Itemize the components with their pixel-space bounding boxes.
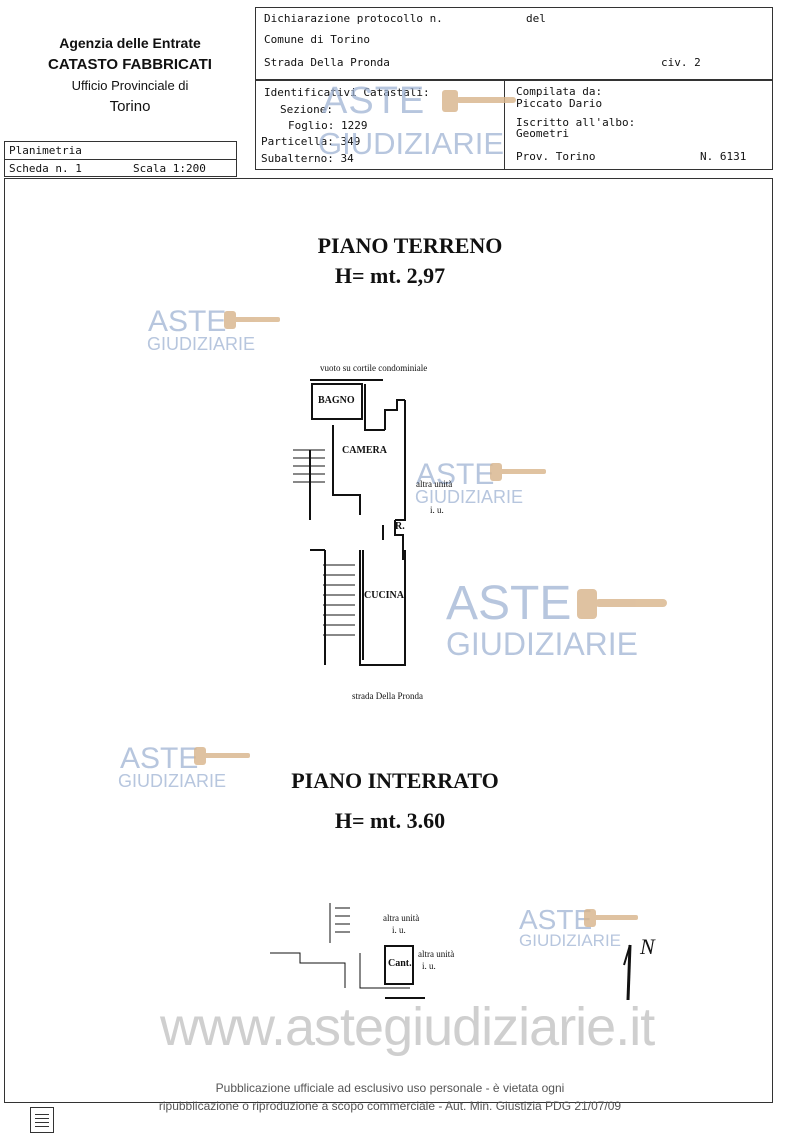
north-arrow-icon (623, 944, 632, 1001)
ground-top-note: vuoto su cortile condominiale (320, 363, 428, 373)
room-cantina: Cant. (388, 958, 412, 969)
street-name: strada Della Pronda (352, 691, 423, 701)
gavel-icon (577, 589, 667, 619)
ufficio-label: Ufficio Provinciale di (71, 78, 189, 93)
del-label: del (526, 12, 546, 25)
footer-line-2: ripubblicazione o riproduzione a scopo c… (158, 1099, 622, 1113)
comune-label: Comune di Torino (264, 33, 370, 46)
sezione: Sezione: (280, 103, 333, 116)
declaration-box: Dichiarazione protocollo n. del Comune d… (255, 7, 773, 80)
particella: Particella: 349 (261, 135, 361, 148)
basement-title: PIANO INTERRATO (291, 768, 499, 793)
gavel-icon (442, 90, 516, 112)
scala: Scala 1:200 (133, 162, 206, 175)
compilata-name: Piccato Dario (516, 97, 603, 110)
scheda-number: Scheda n. 1 (9, 162, 82, 175)
ground-side-note-1: altra unità (416, 479, 453, 489)
gavel-icon (490, 463, 546, 481)
basement-note-b2: i. u. (422, 961, 436, 971)
room-cucina: CUCINA (364, 590, 404, 601)
agency-name: Agenzia delle Entrate (59, 35, 201, 51)
iscritto-label: Iscritto all'albo: (516, 116, 636, 129)
room-bagno: BAGNO (318, 395, 355, 406)
catasto-title: CATASTO FABBRICATI (48, 56, 212, 73)
subalterno: Subalterno: 34 (261, 152, 354, 165)
albo-value: Geometri (516, 127, 569, 140)
gavel-icon (194, 747, 250, 765)
gavel-icon (584, 909, 638, 927)
planimetria-label: Planimetria (9, 144, 82, 157)
gavel-icon (224, 311, 280, 329)
ufficio-city: Torino (109, 98, 151, 115)
foglio: Foglio: 1229 (288, 119, 368, 132)
ground-floor-height: H= mt. 2,97 (334, 263, 446, 288)
provincia: Prov. Torino (516, 150, 596, 163)
basement-note-b1: altra unità (418, 949, 455, 959)
ground-side-note-2: i. u. (430, 505, 444, 515)
room-camera: CAMERA (342, 445, 387, 456)
albo-number: N. 6131 (700, 150, 747, 163)
basement-height: H= mt. 3.60 (334, 808, 446, 833)
compilata-title: Compilata da: (516, 85, 603, 98)
room-r: R. (395, 521, 405, 532)
footer-line-1: Pubblicazione ufficiale ad esclusivo uso… (215, 1081, 565, 1095)
address: Strada Della Pronda (264, 56, 390, 69)
identificativi-title: Identificativi Catastali: (264, 86, 430, 99)
basement-note-a1: altra unità (383, 913, 420, 923)
identificativi-box: Identificativi Catastali: Sezione: Fogli… (255, 80, 773, 170)
ground-floor-plan (293, 379, 406, 666)
protocollo-label: Dichiarazione protocollo n. (264, 12, 443, 25)
ground-floor-title: PIANO TERRENO (317, 233, 503, 258)
planimetria-box: Planimetria Scheda n. 1 Scala 1:200 (4, 141, 237, 177)
drawing-frame (4, 178, 773, 1103)
document-icon[interactable] (30, 1107, 54, 1133)
civico: civ. 2 (661, 56, 701, 69)
basement-note-a2: i. u. (392, 925, 406, 935)
basement-plan (270, 903, 425, 999)
north-label: N (640, 934, 655, 959)
